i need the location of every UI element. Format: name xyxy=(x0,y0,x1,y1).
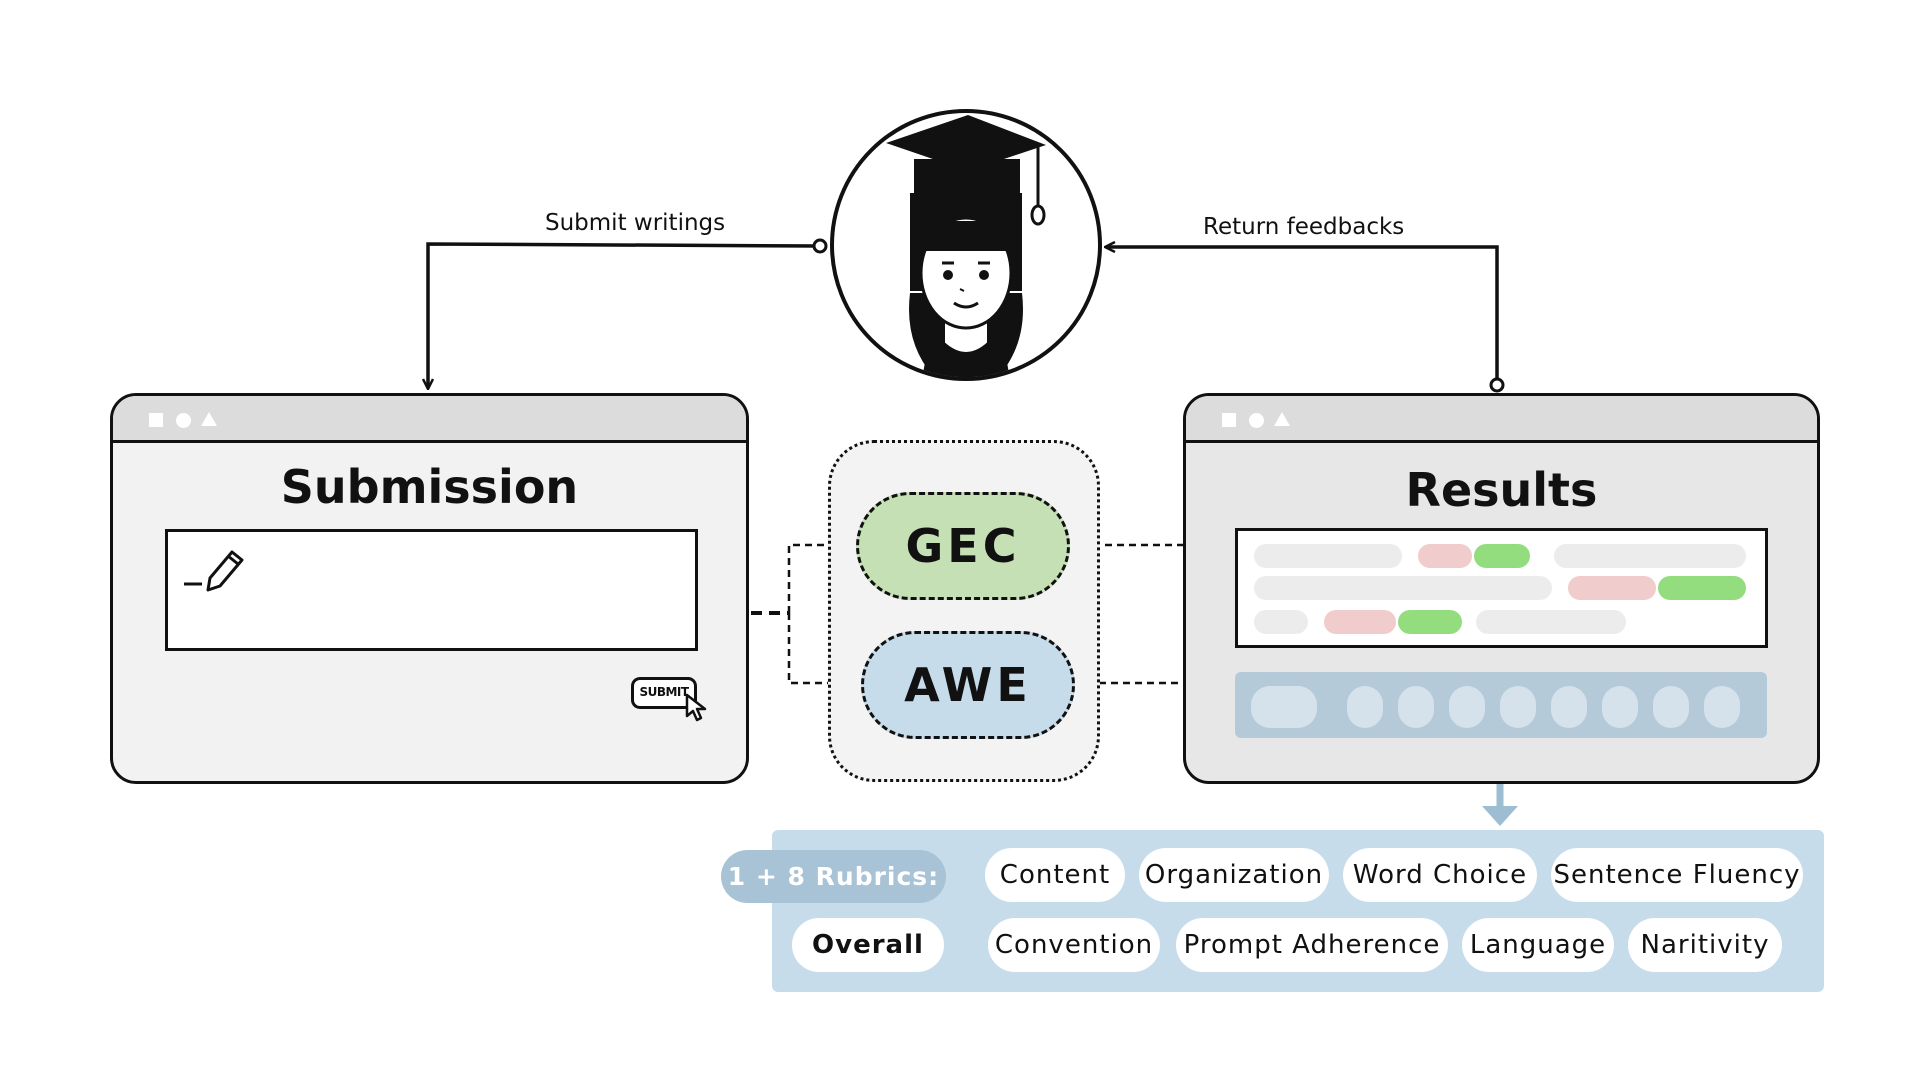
text-line xyxy=(1254,544,1402,568)
submit-writings-label: Submit writings xyxy=(545,210,726,236)
window-square-icon xyxy=(149,413,163,427)
rubric-score-slot xyxy=(1704,686,1740,728)
window-circle-icon xyxy=(176,413,191,428)
text-line xyxy=(1254,610,1308,634)
rubric-score-slot xyxy=(1347,686,1383,728)
pencil-icon xyxy=(184,550,244,592)
window-titlebar xyxy=(113,396,746,443)
results-title: Results xyxy=(1405,463,1598,517)
correction-highlight xyxy=(1474,544,1530,568)
awe-module: AWE xyxy=(861,631,1075,739)
correction-highlight xyxy=(1398,610,1462,634)
rubric-convention: Convention xyxy=(988,918,1160,972)
mouse-cursor-icon xyxy=(685,693,707,722)
submission-window: Submission SUBMIT xyxy=(110,393,749,784)
gec-module: GEC xyxy=(856,492,1070,600)
student-graduate-icon xyxy=(886,115,1046,377)
submit-writings-edge xyxy=(428,242,819,388)
return-feedbacks-label: Return feedbacks xyxy=(1203,214,1405,240)
rubric-prompt-adherence: Prompt Adherence xyxy=(1176,918,1448,972)
window-triangle-icon xyxy=(201,412,217,426)
rubric-score-slot xyxy=(1602,686,1638,728)
error-highlight xyxy=(1324,610,1396,634)
correction-highlight xyxy=(1658,576,1746,600)
return-feedbacks-edge xyxy=(1106,247,1499,383)
rubric-content: Content xyxy=(985,848,1125,902)
window-square-icon xyxy=(1222,413,1236,427)
student-avatar xyxy=(830,109,1102,381)
error-highlight xyxy=(1418,544,1472,568)
rubric-language: Language xyxy=(1462,918,1614,972)
rubric-score-slot xyxy=(1449,686,1485,728)
error-highlight xyxy=(1568,576,1656,600)
window-titlebar xyxy=(1186,396,1817,443)
rubric-overall: Overall xyxy=(792,918,944,972)
gec-result-box xyxy=(1235,528,1768,648)
submission-title: Submission xyxy=(280,460,579,514)
text-line xyxy=(1554,544,1746,568)
window-circle-icon xyxy=(1249,413,1264,428)
rubrics-header: 1 + 8 Rubrics: xyxy=(721,850,946,903)
rubric-score-slot xyxy=(1500,686,1536,728)
awe-score-bar xyxy=(1235,672,1767,738)
text-line xyxy=(1476,610,1626,634)
rubric-word-choice: Word Choice xyxy=(1343,848,1537,902)
rubric-score-slot xyxy=(1398,686,1434,728)
rubric-organization: Organization xyxy=(1139,848,1329,902)
overall-score-slot xyxy=(1251,686,1317,728)
rubric-sentence-fluency: Sentence Fluency xyxy=(1551,848,1803,902)
rubric-score-slot xyxy=(1653,686,1689,728)
writing-input-area[interactable] xyxy=(165,529,698,651)
rubric-naritivity: Naritivity xyxy=(1628,918,1782,972)
scores-to-rubrics-arrowhead xyxy=(1482,806,1518,826)
submit-edge-start-dot xyxy=(812,238,828,254)
window-triangle-icon xyxy=(1274,412,1290,426)
rubric-score-slot xyxy=(1551,686,1587,728)
text-line xyxy=(1254,576,1552,600)
return-edge-start-dot xyxy=(1489,377,1505,393)
